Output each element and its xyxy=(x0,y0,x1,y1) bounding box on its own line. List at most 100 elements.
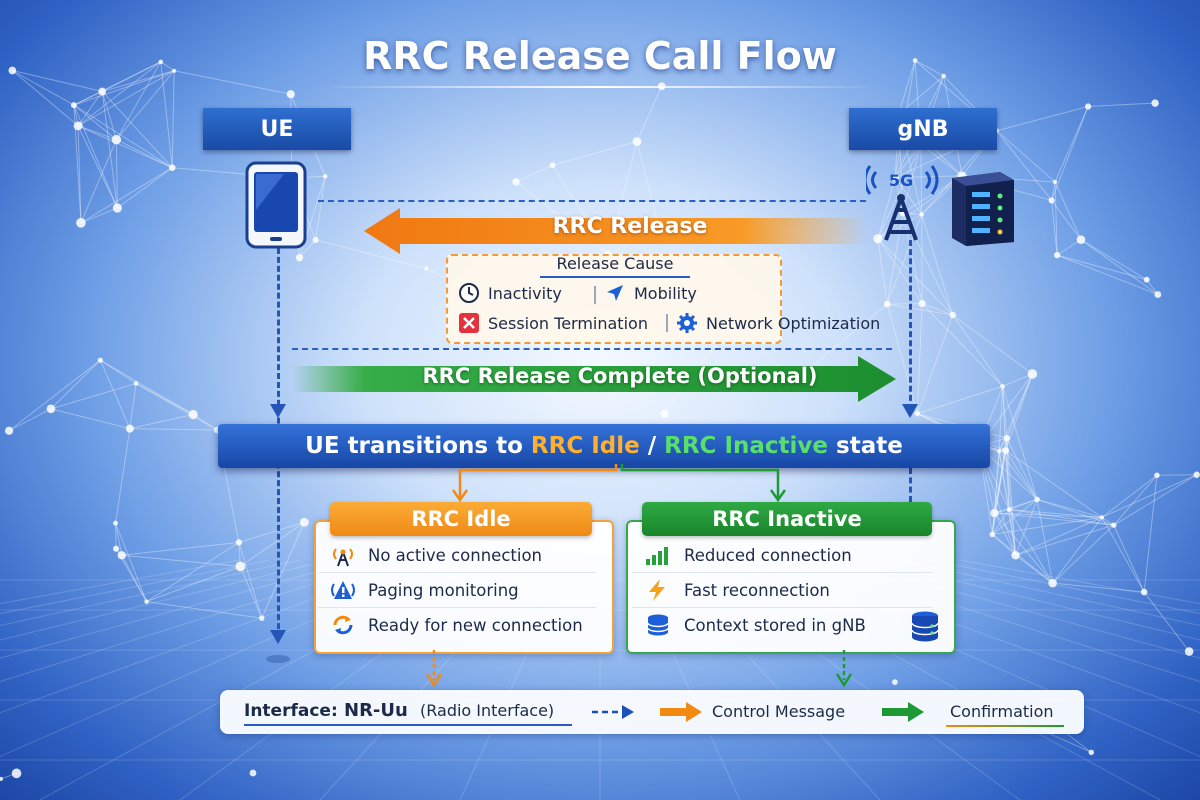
transition-prefix: UE transitions to xyxy=(305,433,523,459)
network-link xyxy=(994,512,1102,518)
network-node xyxy=(168,164,176,172)
network-link xyxy=(991,509,1010,535)
network-node xyxy=(949,311,956,319)
network-link xyxy=(73,61,161,106)
network-link xyxy=(99,359,131,429)
network-link xyxy=(115,139,118,209)
network-node xyxy=(11,768,22,779)
network-link xyxy=(1052,582,1145,593)
network-link xyxy=(992,516,1102,535)
legend-confirmation: Confirmation xyxy=(950,702,1054,721)
network-node xyxy=(1088,749,1094,756)
floor-grid-line xyxy=(839,559,1200,659)
list-item: Ready for new connection xyxy=(318,608,596,642)
network-node xyxy=(1048,197,1055,204)
cause-separator xyxy=(594,286,596,304)
gnb-5g-badge: 5G xyxy=(889,171,913,190)
transition-suffix: state xyxy=(836,433,903,459)
floor-grid-line xyxy=(0,559,331,641)
network-link xyxy=(636,141,660,228)
list-item: No active connection xyxy=(318,538,596,573)
network-node xyxy=(424,266,429,271)
navigation-arrow-icon xyxy=(607,285,623,301)
network-link xyxy=(1015,499,1038,556)
network-link xyxy=(315,176,326,240)
network-node xyxy=(1084,103,1092,110)
network-node xyxy=(0,776,3,781)
network-node xyxy=(8,66,17,75)
network-node xyxy=(1143,276,1150,283)
network-node xyxy=(249,769,257,777)
network-link xyxy=(8,408,52,432)
network-link xyxy=(80,167,173,224)
network-link xyxy=(1005,450,1010,510)
network-link xyxy=(1143,475,1158,593)
network-node xyxy=(1003,434,1011,442)
network-link xyxy=(1015,516,1103,556)
ue-label: UE xyxy=(203,108,351,150)
network-node xyxy=(76,217,86,228)
network-node xyxy=(919,212,924,217)
network-link xyxy=(50,408,130,430)
network-node xyxy=(1000,384,1005,389)
network-node xyxy=(989,531,996,538)
network-node xyxy=(1006,507,1012,512)
floor-grid-line xyxy=(0,559,301,626)
network-link xyxy=(121,555,148,602)
network-link xyxy=(1052,524,1115,584)
network-link xyxy=(1056,254,1159,296)
idle-item-label: Ready for new connection xyxy=(368,615,583,635)
network-node xyxy=(46,404,56,414)
network-link xyxy=(239,566,263,619)
transition-banner: UE transitions to RRC Idle / RRC Inactiv… xyxy=(218,424,990,468)
network-link xyxy=(1101,474,1197,518)
network-link xyxy=(1051,200,1058,256)
idle-item-label: Paging monitoring xyxy=(368,580,519,600)
network-node xyxy=(990,508,999,518)
network-link xyxy=(121,541,239,556)
network-link xyxy=(998,386,1004,452)
cause-label-inactivity: Inactivity xyxy=(488,283,562,303)
network-link xyxy=(146,601,262,619)
paging-alert-icon xyxy=(331,581,355,599)
network-link xyxy=(991,438,1008,535)
network-node xyxy=(97,357,103,363)
gnb-lifeline xyxy=(909,240,912,410)
network-link xyxy=(996,106,1089,132)
network-node xyxy=(112,203,122,213)
network-link xyxy=(100,359,137,384)
list-item: Paging monitoring xyxy=(318,573,596,608)
network-link xyxy=(160,61,173,168)
lightning-icon xyxy=(649,579,665,601)
network-link xyxy=(1002,373,1033,387)
network-node xyxy=(235,561,246,572)
rrc-release-arrow xyxy=(364,208,868,254)
floor-grid-line xyxy=(0,559,241,605)
network-link xyxy=(1008,498,1038,510)
network-link xyxy=(12,70,75,106)
network-link xyxy=(993,450,1007,514)
network-link xyxy=(877,177,896,239)
rrc-inactive-list: Reduced connection Fast reconnection Con… xyxy=(632,538,932,642)
network-node xyxy=(1002,447,1010,455)
network-link xyxy=(1051,200,1082,241)
network-node xyxy=(117,551,126,560)
network-node xyxy=(113,545,120,552)
network-node xyxy=(549,162,556,169)
network-link xyxy=(920,144,923,215)
floor-grid-line xyxy=(869,559,1200,641)
network-node xyxy=(941,73,946,79)
refresh-icon xyxy=(333,615,353,635)
network-node xyxy=(1011,551,1020,560)
network-link xyxy=(101,91,173,169)
network-link xyxy=(991,534,1016,556)
network-link xyxy=(1036,498,1114,526)
network-node xyxy=(259,615,265,621)
network-link xyxy=(77,125,118,209)
network-node xyxy=(883,300,891,308)
network-node xyxy=(873,234,883,244)
inactive-down-arrow xyxy=(835,650,853,688)
network-link xyxy=(886,214,923,305)
gear-icon xyxy=(677,313,697,333)
legend-orange-arrow xyxy=(660,702,702,722)
